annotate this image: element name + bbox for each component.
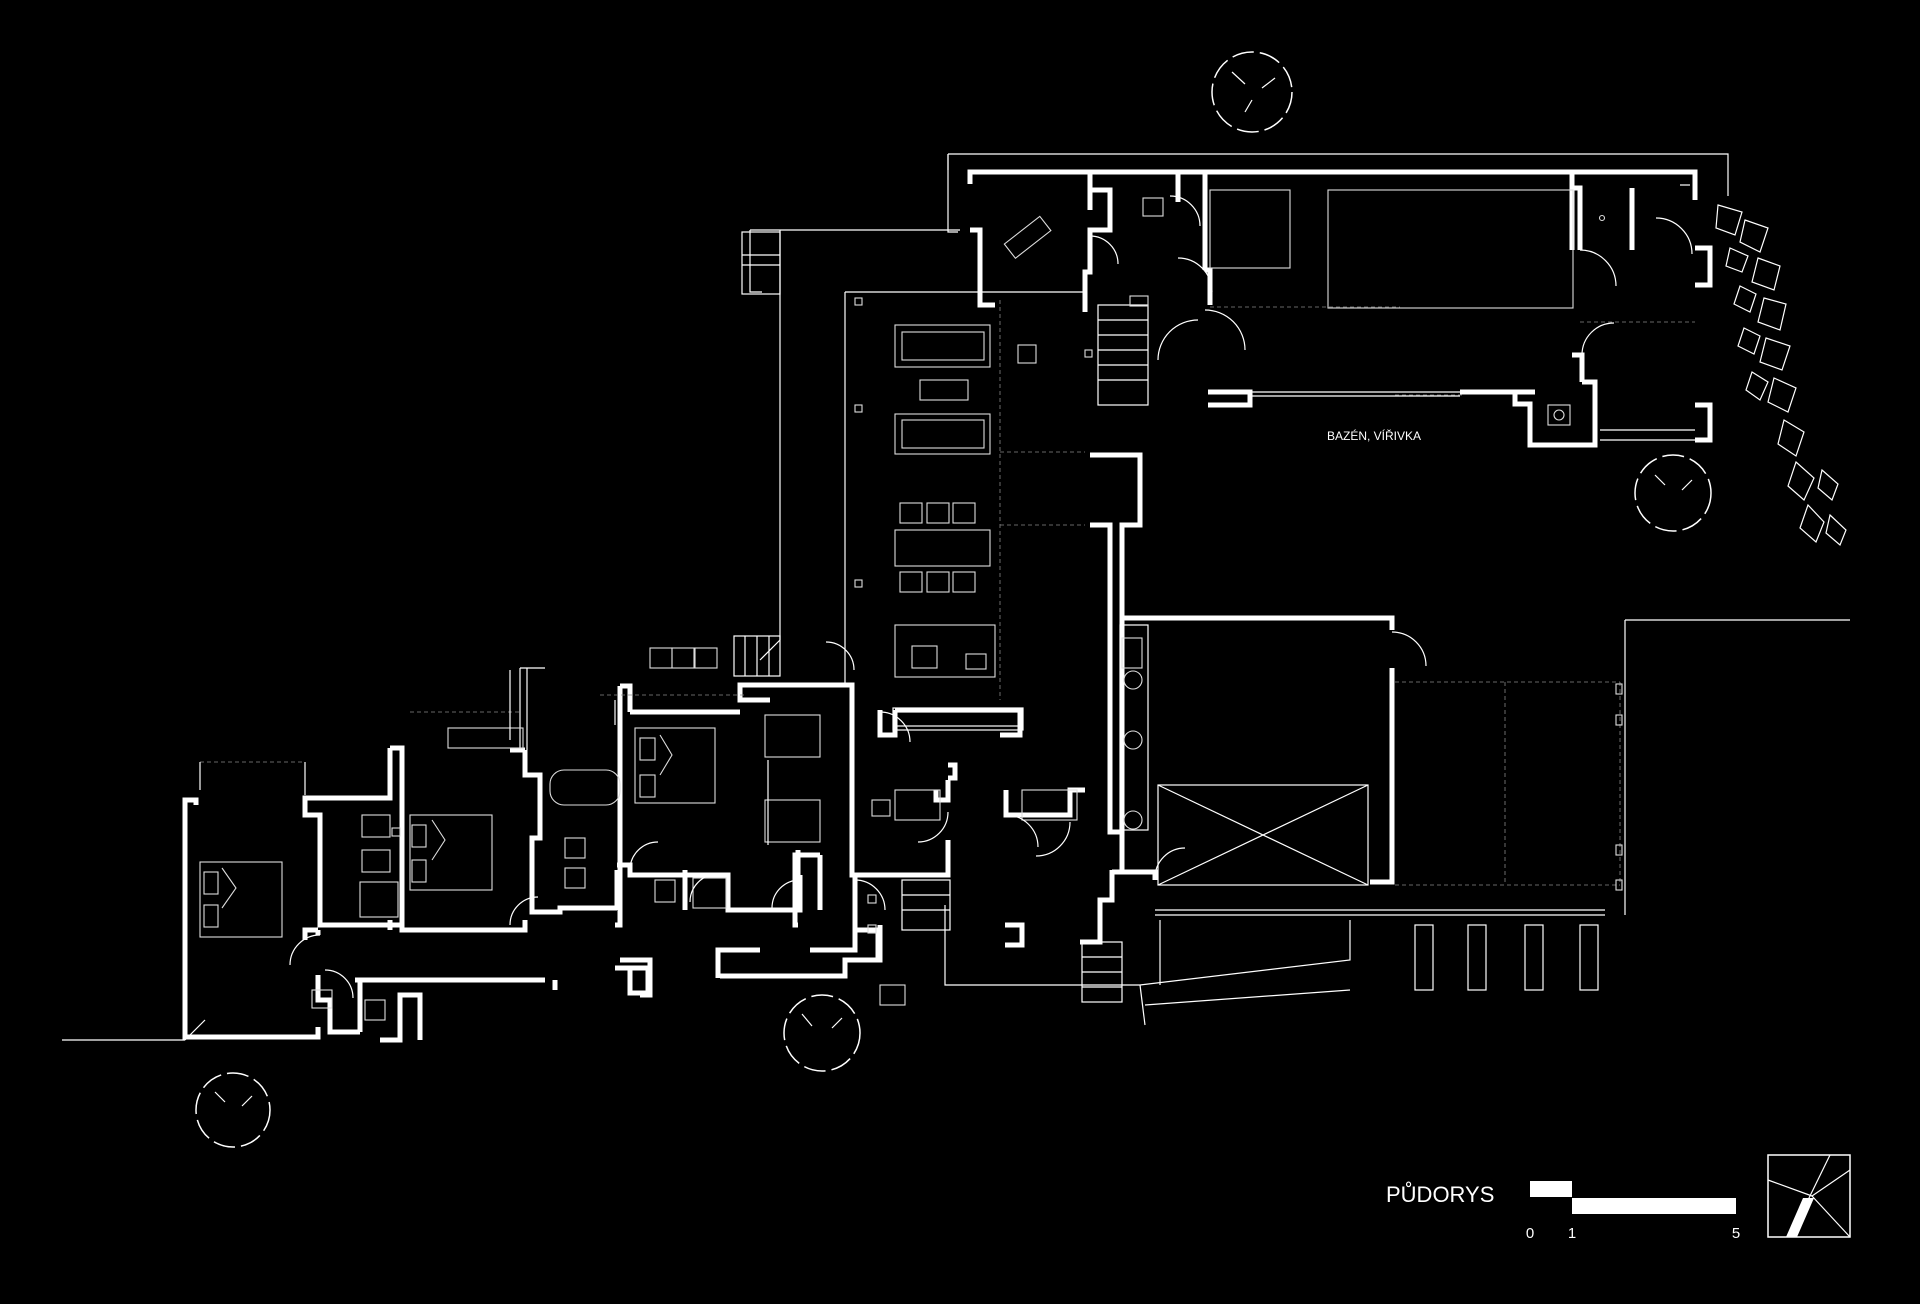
- scale-bar: 0 1 5: [1526, 1181, 1740, 1242]
- site-lines: [62, 153, 1850, 1041]
- furniture: [199, 184, 1695, 1021]
- stone-wall: [1715, 204, 1847, 547]
- tree-symbol-icon: [783, 994, 861, 1072]
- square-logo-icon: [1767, 1154, 1851, 1238]
- tree-symbol-icon: [1634, 454, 1712, 532]
- scale-segment-2: [1572, 1198, 1736, 1214]
- door-swings: [289, 195, 1693, 999]
- stairs: [733, 231, 1149, 1003]
- scale-tick-1: 1: [1568, 1225, 1576, 1242]
- scale-segment-1: [1530, 1181, 1572, 1197]
- tree-symbol-icon: [1211, 51, 1293, 133]
- pool-label: BAZÉN, VÍŘIVKA: [1327, 428, 1421, 443]
- scale-tick-0: 0: [1526, 1225, 1534, 1242]
- scale-tick-5: 5: [1732, 1225, 1740, 1242]
- tree-symbol-icon: [195, 1072, 271, 1148]
- plan-title: PŮDORYS: [1386, 1182, 1494, 1207]
